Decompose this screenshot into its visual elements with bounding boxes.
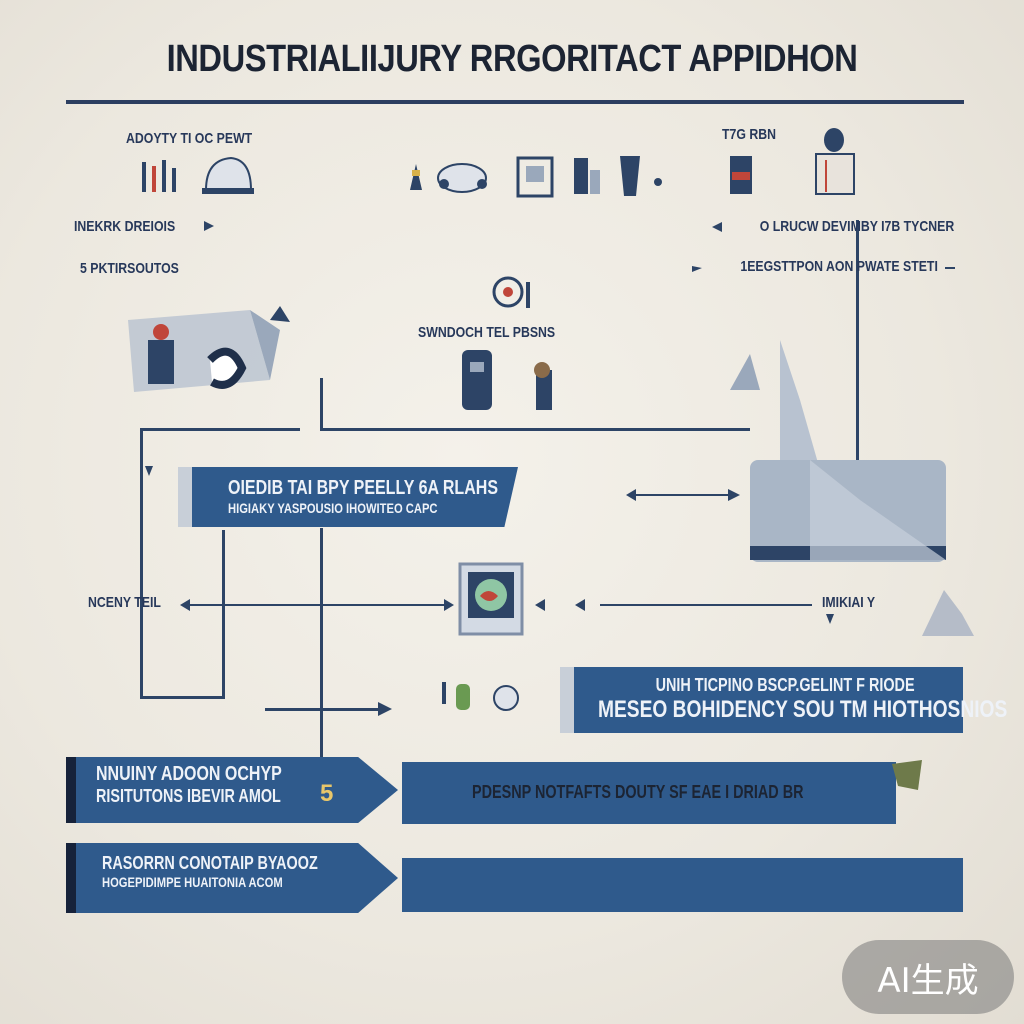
left-mid-label: NCENY TEIL [88,594,161,611]
left-label-row2: 5 PKTIRSOUTOS [80,260,179,277]
band-c-badge: 5 [320,780,334,807]
band-b-line2: MESEO BOHIDENCY SOU TM HIOTHOSNIOS [598,696,1008,723]
diagram-title: INDUSTRIALIIJURY RRGORITACT APPIDHON [166,38,858,80]
band-c-line1: NNUINY ADOON OCHYP [96,763,282,785]
center-caption: SWNDOCH TEL PBSNS [418,324,556,341]
top-left-heading: ADOYTY TI OC PEWT [126,130,253,147]
band-e-line2: HOGEPIDIMPE HUAITONIA ACOM [102,874,283,890]
empty-band-f [402,858,963,912]
left-label-row1: INEKRK DREIOIS [74,218,176,235]
shield-icon [458,562,524,636]
info-band-a: OIEDIB TAI BPY PEELLY 6A RLAHS HIGIAKY Y… [178,467,518,527]
band-d-text: PDESNP NOTFAFTS DOUTY SF EAE I DRIAD BR [472,782,804,802]
machinery-scene-icon [730,340,946,562]
title-rule [66,100,964,104]
band-a-line2: HIGIAKY YASPOUSIO IHOWITEO CAPC [228,500,438,516]
right-label-row1: O LRUCW DEVIMBY I7B TYCNER [759,218,954,235]
band-a-line1: OIEDIB TAI BPY PEELLY 6A RLAHS [228,477,498,499]
document-icon [462,350,552,410]
info-band-d: PDESNP NOTFAFTS DOUTY SF EAE I DRIAD BR [402,762,896,824]
band-c-line2: RISITUTONS IBEVIR AMOL [96,786,281,806]
info-band-b: UNIH TICPINO BSCP.GELINT F RIODE MESEO B… [560,667,1008,733]
leaf-icon [892,760,922,790]
band-e-line1: RASORRN CONOTAIP BYAOOZ [102,853,318,873]
arrow-band-c: NNUINY ADOON OCHYP RISITUTONS IBEVIR AMO… [66,757,398,823]
worksite-scene-icon [128,306,290,392]
gear-icon [492,276,530,308]
top-right-heading: T7G RBN [722,126,776,143]
band-b-line1: UNIH TICPINO BSCP.GELINT F RIODE [655,675,915,695]
ai-generated-watermark: AI生成 [842,940,1014,1014]
worker-figure-icon [730,128,855,195]
right-mid-label: IMIKIAI Y [822,594,876,611]
arrow-band-e: RASORRN CONOTAIP BYAOOZ HOGEPIDIMPE HUAI… [66,843,398,913]
file-icon [442,682,519,711]
worker-icon [410,156,662,198]
hardhat-icon [142,156,254,194]
warning-icon [922,590,974,636]
right-label-row2: 1EEGSTTPON AON PWATE STETI [740,258,938,275]
